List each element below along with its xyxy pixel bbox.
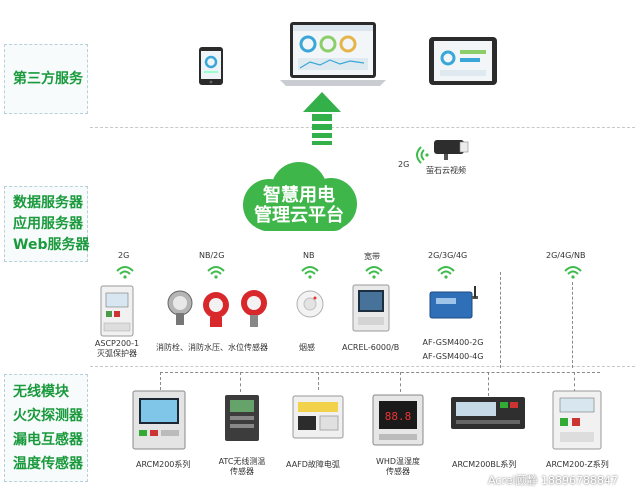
camera-net-label: 2G: [398, 160, 410, 169]
arcm200z-device: [552, 390, 602, 454]
tier-temp-sensor: 温度传感器: [13, 456, 83, 472]
camera-label: 萤石云视频: [426, 166, 466, 175]
label-aafd: AAFD故障电弧: [286, 460, 340, 469]
label-gsm400: AF-GSM400-2G AF-GSM400-4G: [418, 336, 488, 364]
net-label-nb2g: NB/2G: [199, 251, 225, 260]
net-label-24gnb: 2G/4G/NB: [546, 251, 586, 260]
connector-drop: [574, 372, 575, 392]
net-label-234g: 2G/3G/4G: [428, 251, 468, 260]
watermark-text: Acrel顾静 18896788847: [488, 474, 618, 487]
label-ascp200: ASCP200-1 灭弧保护器: [88, 339, 146, 359]
wifi-icon: [301, 266, 319, 279]
tier-third-party-label: 第三方服务: [13, 70, 83, 87]
wifi-icon: [207, 266, 225, 279]
svg-text:88.8: 88.8: [385, 410, 412, 423]
label-atc-line: ATC无线测温 传感器: [218, 457, 266, 476]
wifi-icon: [437, 266, 455, 279]
connector-drop: [400, 372, 401, 392]
label-hydrant: 消防栓、消防水压、水位传感器: [156, 343, 268, 352]
tier-web-server: Web服务器: [13, 236, 90, 253]
connector-vline: [500, 272, 501, 368]
gsm-module-device: [424, 286, 480, 326]
wifi-icon: [116, 266, 134, 279]
label-smoke: 烟感: [299, 343, 315, 352]
connector-drop: [160, 372, 161, 390]
divider-top: [90, 127, 635, 128]
label-whd-line: WHD温湿度 传感器: [375, 457, 421, 476]
arcm200-device: [132, 390, 186, 454]
camera-device: [430, 136, 470, 166]
arcm200bl-device: [450, 396, 526, 434]
laptop-device: [278, 20, 388, 94]
net-label-broadband: 宽带: [364, 252, 380, 261]
connector-drop: [240, 372, 241, 392]
arc-protector-device: [100, 285, 134, 341]
cloud-platform: [234, 160, 364, 244]
net-label-nb: NB: [303, 251, 315, 260]
label-whd: WHD温湿度 传感器: [370, 457, 426, 477]
smoke-detector-device: [296, 290, 324, 322]
cloud-line2: 管理云平台: [254, 205, 344, 226]
wifi-icon: [564, 266, 582, 279]
connector-drop: [488, 372, 489, 396]
connector-drop: [318, 372, 319, 390]
tier-third-party: 第三方服务: [4, 44, 88, 114]
tier-data-server: 数据服务器: [13, 194, 83, 211]
aafd-device: [292, 392, 344, 446]
tier-leakage-transformer: 漏电互感器: [13, 432, 83, 448]
label-arcm200bl: ARCM200BL系列: [452, 460, 517, 469]
label-ascp200-line: ASCP200-1 灭弧保护器: [94, 339, 140, 358]
atc-sensor-device: [224, 394, 260, 446]
phone-device: [198, 46, 224, 90]
cloud-line1: 智慧用电: [263, 185, 335, 206]
label-arcm200: ARCM200系列: [136, 460, 191, 469]
label-gsm400-line: AF-GSM400-2G AF-GSM400-4G: [422, 338, 484, 361]
whd-device: 88.8: [372, 394, 424, 450]
acrel-6000-device: [352, 284, 390, 336]
label-acrel6000: ACREL-6000/B: [342, 343, 400, 352]
tier-app-server: 应用服务器: [13, 215, 83, 232]
tablet-device: [428, 36, 498, 90]
tier-platform: 数据服务器 应用服务器 Web服务器: [4, 186, 90, 262]
label-atc: ATC无线测温 传感器: [214, 457, 270, 477]
wifi-icon: [365, 266, 383, 279]
divider-bottom: [90, 366, 635, 367]
connector-vline: [572, 282, 573, 368]
tier-wireless: 无线模块 火灾探测器 漏电互感器 温度传感器: [4, 374, 88, 482]
camera-wifi-icon: [416, 146, 429, 164]
tier-wireless-module: 无线模块: [13, 384, 69, 400]
net-label-2g: 2G: [118, 251, 130, 260]
tier-fire-detector: 火灾探测器: [13, 408, 83, 424]
label-arcm200z: ARCM200-Z系列: [546, 460, 609, 469]
hydrant-sensor-device: [164, 285, 274, 335]
connector-hline: [160, 372, 600, 373]
upload-arrow-icon: [303, 92, 341, 152]
